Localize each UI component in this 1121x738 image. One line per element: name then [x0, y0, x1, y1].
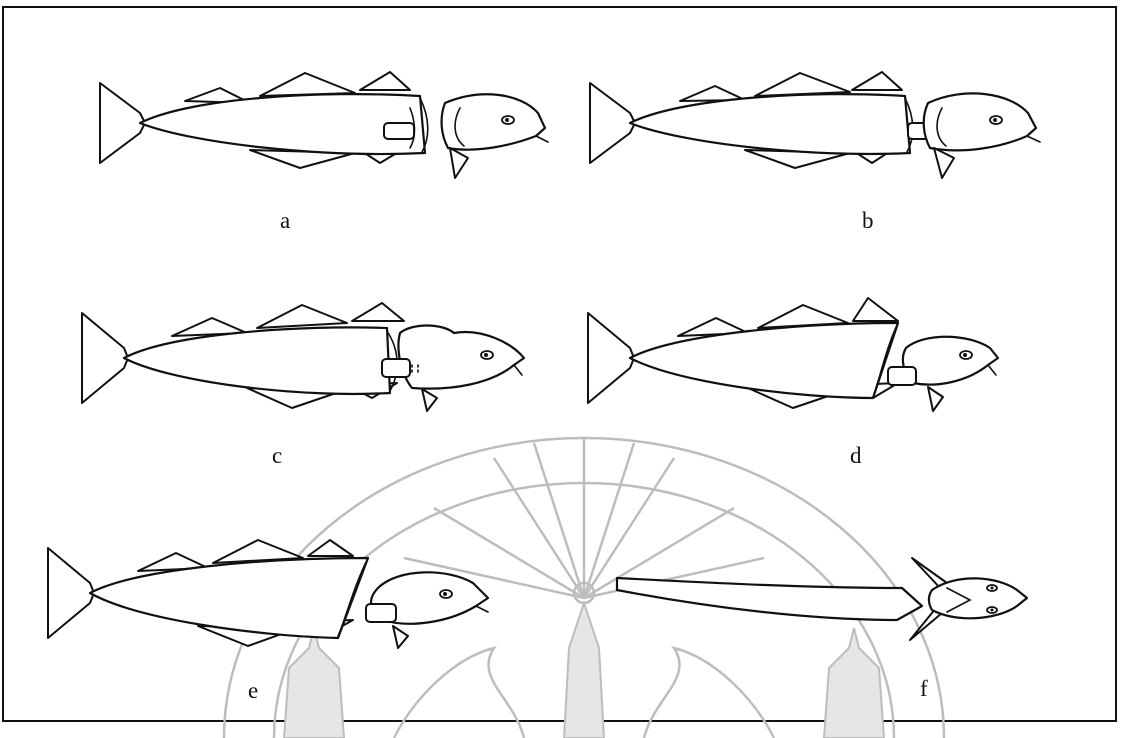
panel-c: c — [82, 293, 552, 478]
panel-b: b — [590, 68, 1060, 243]
fish-illustration-b — [590, 68, 1060, 188]
fish-illustration-f — [612, 528, 1062, 663]
panel-label-d: d — [850, 443, 862, 469]
fish-illustration-e — [48, 528, 528, 663]
panel-label-e: e — [248, 678, 258, 704]
panel-f: f — [612, 528, 1062, 718]
panel-a: a — [100, 68, 560, 243]
panel-label-b: b — [862, 208, 874, 234]
panel-d: d — [588, 293, 1058, 478]
panel-label-f: f — [920, 676, 928, 702]
fish-illustration-a — [100, 68, 560, 188]
fish-illustration-d — [588, 293, 1058, 423]
figure-frame: a b — [2, 6, 1117, 722]
panel-label-c: c — [272, 443, 282, 469]
panel-e: e — [48, 528, 528, 718]
fish-illustration-c — [82, 293, 552, 423]
panel-label-a: a — [280, 208, 290, 234]
